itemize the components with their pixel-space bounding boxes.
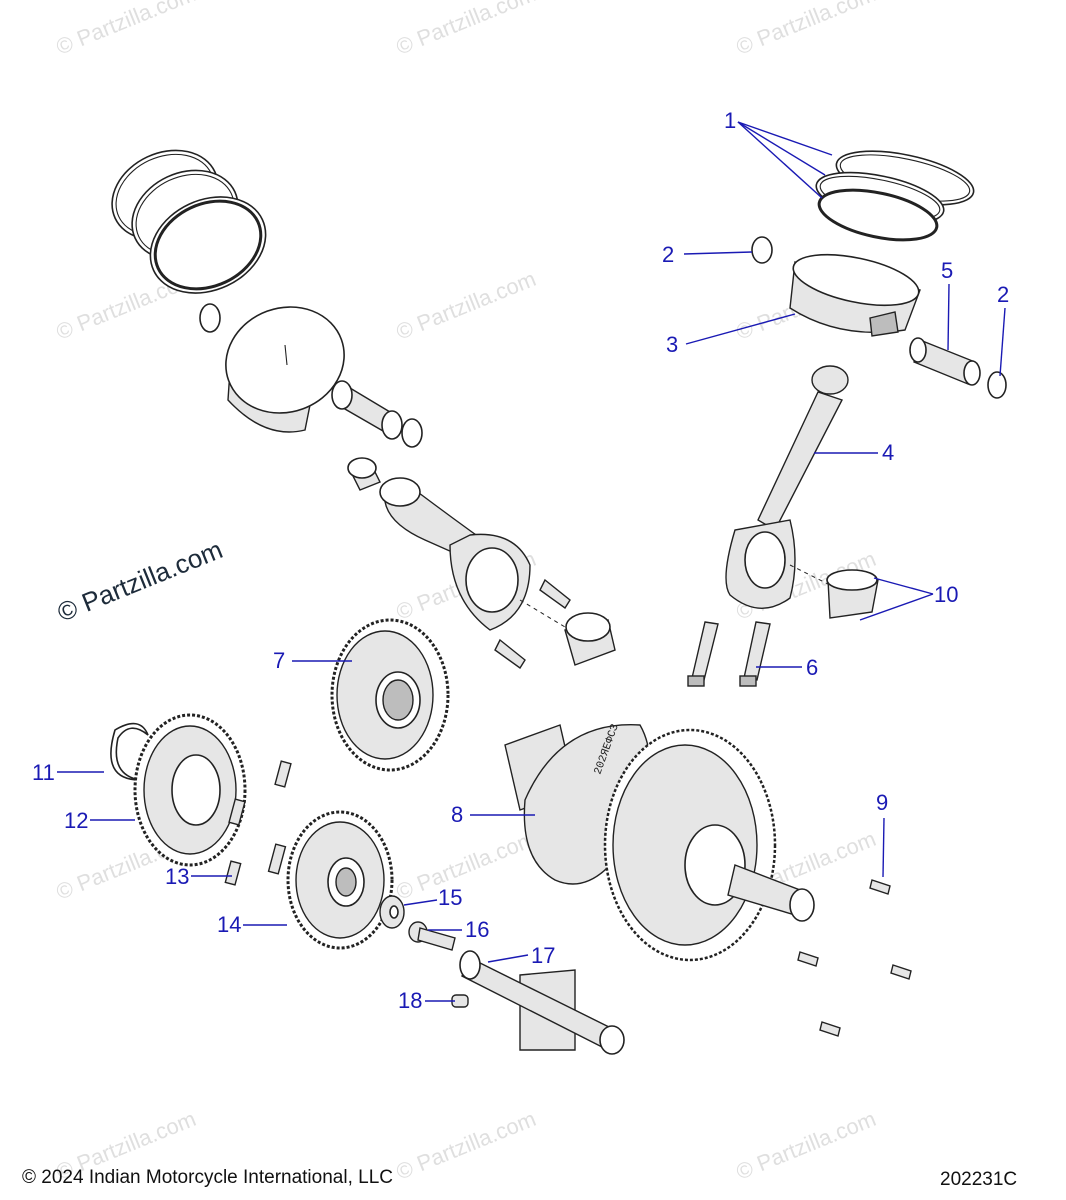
callout-label: 18: [398, 988, 422, 1013]
left-piston: [225, 306, 345, 433]
callout-label: 7: [273, 648, 285, 673]
snap-ring: [110, 722, 149, 781]
partzilla-watermark: © Partzilla.com: [53, 534, 227, 627]
connecting-rod-bearing: [826, 569, 879, 619]
callout-label: 11: [32, 760, 55, 785]
piston: [789, 253, 921, 337]
assembly-guide-line: [789, 564, 841, 591]
left-connecting-rod: [379, 477, 531, 631]
callout-label: 14: [217, 912, 241, 937]
callout-label: 8: [451, 802, 463, 827]
left-rod-bolts: [494, 578, 571, 670]
starter-clutch-gear: [133, 713, 247, 867]
flywheel-bolts: [797, 879, 912, 1037]
left-rod-bearing: [564, 612, 616, 666]
callout-label: 12: [64, 808, 88, 833]
connecting-rod: [725, 365, 849, 609]
callout-label: 13: [165, 864, 189, 889]
callout-label: 5: [941, 258, 953, 283]
connecting-rod-bolts: [687, 621, 771, 687]
watermark-text: © Partzilla.com: [733, 0, 880, 60]
watermark-text: © Partzilla.com: [733, 1106, 880, 1185]
callout-label: 1: [724, 108, 736, 133]
washer: [379, 895, 405, 929]
watermark-text: © Partzilla.com: [53, 0, 200, 60]
callout-label: 6: [806, 655, 818, 680]
left-circlip: [199, 303, 221, 333]
left-circlip: [401, 418, 423, 448]
callout-labels: 1 2 2 3 4 5 6 7 8 9 10 11 12 13 14: [32, 108, 1009, 1013]
callout-label: 17: [531, 943, 555, 968]
clutch-springs: [224, 760, 292, 886]
copyright-text: © 2024 Indian Motorcycle International, …: [22, 1167, 393, 1188]
callout-label: 16: [465, 917, 489, 942]
callout-label: 3: [666, 332, 678, 357]
callout-label: 9: [876, 790, 888, 815]
assembly-guide-line: [519, 599, 571, 631]
callout-label: 2: [997, 282, 1009, 307]
balance-shaft: [459, 950, 625, 1055]
bolt: [408, 921, 456, 951]
starter-driven-gear: [286, 810, 394, 950]
callout-label: 4: [882, 440, 894, 465]
diagram-code: 202231C: [940, 1169, 1017, 1190]
left-piston-rings: [111, 149, 267, 294]
drive-gear: [330, 618, 450, 772]
watermark-text: © Partzilla.com: [393, 826, 540, 905]
watermark-text: © Partzilla.com: [393, 0, 540, 60]
callout-label: 15: [438, 885, 462, 910]
watermark-text: © Partzilla.com: [393, 1106, 540, 1185]
left-piston-pin: [331, 380, 403, 440]
callout-label: 10: [934, 582, 958, 607]
crankshaft: 202ЯЕФСЗ: [504, 722, 815, 962]
piston-pin: [909, 337, 981, 386]
watermark-text: © Partzilla.com: [393, 266, 540, 345]
left-small-end-bushing: [347, 457, 381, 491]
piston-pin-circlip: [751, 236, 773, 264]
piston-pin-circlip: [987, 371, 1007, 399]
piston-rings: [815, 150, 975, 242]
callout-label: 2: [662, 242, 674, 267]
